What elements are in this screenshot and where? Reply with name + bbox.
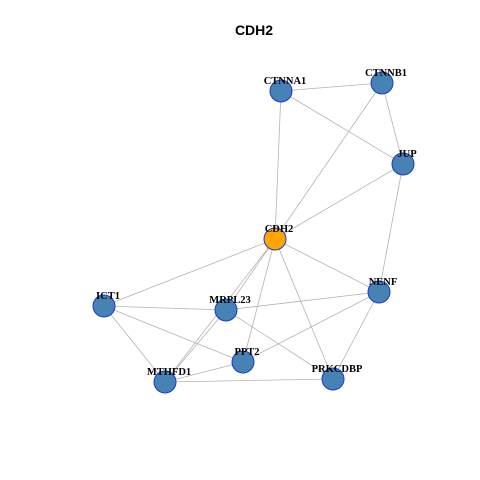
edge-cdh2-nenf (274, 238, 380, 293)
edge-cdh2-ict1 (103, 238, 276, 307)
edge-cdh2-ppt2 (242, 238, 276, 363)
node-label: CTNNA1 (264, 76, 307, 87)
node-jup[interactable]: JUP (391, 149, 417, 176)
edge-jup-nenf (378, 163, 404, 293)
edge-ctnnb1-cdh2 (274, 82, 383, 240)
edge-ctnna1-ctnnb1 (280, 82, 383, 92)
edge-mrpl23-mthfd1 (164, 309, 227, 383)
node-circle[interactable] (231, 350, 255, 374)
edge-mrpl23-nenf (225, 291, 380, 311)
node-label: ICT1 (96, 291, 120, 302)
node-prkcdbp[interactable]: PRKCDBP (312, 364, 363, 391)
node-label: MTHFD1 (147, 367, 191, 378)
node-label: NENF (369, 277, 398, 288)
edge-ict1-ppt2 (103, 305, 244, 363)
node-ppt2[interactable]: PPT2 (231, 347, 260, 374)
node-label: MRPL23 (209, 295, 250, 306)
edge-layer (103, 82, 404, 383)
node-ctnnb1[interactable]: CTNNB1 (365, 68, 407, 95)
edge-mthfd1-prkcdbp (164, 378, 334, 383)
edge-ict1-mrpl23 (103, 305, 227, 311)
node-mthfd1[interactable]: MTHFD1 (147, 367, 191, 394)
node-circle[interactable] (367, 280, 391, 304)
node-cdh2[interactable]: CDH2 (263, 224, 294, 251)
edge-ctnnb1-jup (381, 82, 404, 165)
node-label: JUP (397, 149, 417, 160)
node-ctnna1[interactable]: CTNNA1 (264, 76, 307, 103)
node-circle[interactable] (92, 294, 116, 318)
node-circle[interactable] (321, 367, 345, 391)
node-nenf[interactable]: NENF (367, 277, 398, 304)
edge-ctnna1-cdh2 (274, 90, 282, 240)
node-circle[interactable] (370, 71, 394, 95)
edge-cdh2-prkcdbp (274, 238, 334, 380)
node-circle[interactable] (263, 227, 287, 251)
node-label: PRKCDBP (312, 364, 363, 375)
node-circle[interactable] (153, 370, 177, 394)
node-label: CTNNB1 (365, 68, 407, 79)
edge-ppt2-mthfd1 (164, 361, 244, 383)
node-circle[interactable] (269, 79, 293, 103)
edge-mrpl23-prkcdbp (225, 309, 334, 380)
node-label: CDH2 (265, 224, 294, 235)
edge-nenf-prkcdbp (332, 291, 380, 380)
edge-nenf-ppt2 (242, 291, 380, 363)
graph-title: CDH2 (235, 22, 273, 38)
edge-ctnna1-jup (280, 90, 404, 165)
edge-jup-cdh2 (274, 163, 404, 240)
node-circle[interactable] (391, 152, 415, 176)
edge-ict1-mthfd1 (103, 305, 166, 383)
node-ict1[interactable]: ICT1 (92, 291, 120, 318)
node-mrpl23[interactable]: MRPL23 (209, 295, 251, 322)
node-label: PPT2 (234, 347, 259, 358)
node-circle[interactable] (214, 298, 238, 322)
edge-cdh2-mrpl23 (225, 238, 276, 311)
